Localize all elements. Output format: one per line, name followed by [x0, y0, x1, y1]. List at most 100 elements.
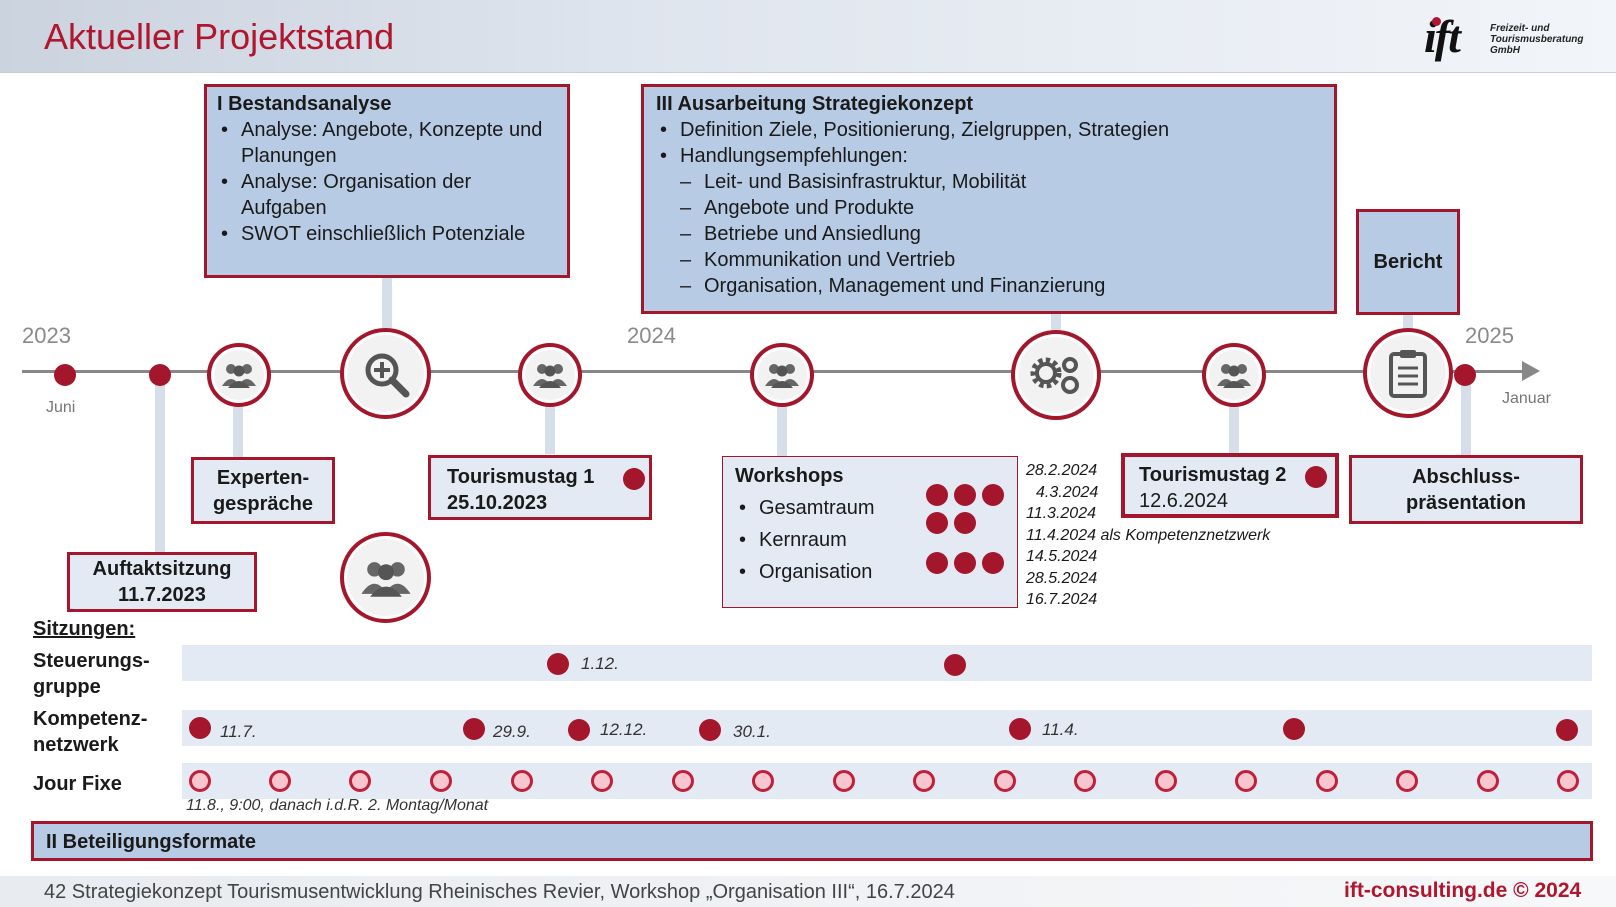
jourfixe-dot [430, 770, 452, 792]
logo-dot [1432, 17, 1441, 26]
gears-icon [1030, 357, 1079, 394]
phase1-list: Analyse: Angebote, Konzepte und Planunge… [217, 117, 557, 247]
phase3-subitem: Organisation, Management und Finanzierun… [656, 273, 1322, 299]
timeline-dot [54, 364, 76, 386]
jourfixe-dot [1155, 770, 1177, 792]
phase1-box: I Bestandsanalyse Analyse: Angebote, Kon… [204, 84, 570, 278]
phase3-item: Handlungsempfehlungen: [656, 143, 1322, 169]
kompetenz-bar [182, 710, 1592, 746]
magnifier-plus-icon [365, 353, 409, 397]
phase3-title: III Ausarbeitung Strategiekonzept [656, 93, 974, 115]
workshop-date: 4.3.2024 [1036, 483, 1099, 501]
jourfixe-dot [189, 770, 211, 792]
people-icon [1217, 364, 1251, 388]
jourfixe-note: 11.8., 9:00, danach i.d.R. 2. Montag/Mon… [186, 797, 489, 814]
jourfixe-dot [752, 770, 774, 792]
workshops-box: Workshops Gesamtraum Kernraum Organisati… [722, 456, 1018, 608]
session-dot [547, 653, 569, 675]
status-dot [1305, 466, 1327, 488]
abschluss-label: Abschluss- präsentation [1405, 465, 1527, 514]
connector [1403, 315, 1413, 333]
workshop-dot [926, 512, 948, 534]
bericht-box: Bericht [1356, 209, 1460, 315]
jourfixe-dot [994, 770, 1016, 792]
bericht-label: Bericht [1373, 250, 1443, 273]
jourfixe-label: Jour Fixe [33, 773, 122, 795]
workshop-dot [982, 484, 1004, 506]
month-label-juni: Juni [46, 399, 76, 416]
timeline-arrow-icon [1522, 361, 1540, 381]
workshop-date: 16.7.2024 [1026, 591, 1098, 608]
timeline-dot [149, 364, 171, 386]
jourfixe-dot [672, 770, 694, 792]
tourismustag2-box: Tourismustag 2 12.6.2024 [1121, 453, 1339, 518]
clipboard-icon [1389, 350, 1427, 398]
people-icon [360, 561, 411, 597]
people-icon [765, 364, 799, 388]
phase1-title: I Bestandsanalyse [217, 93, 392, 115]
logo-text: Freizeit- und Tourismusberatung GmbH [1490, 23, 1584, 56]
connector [545, 402, 555, 454]
session-dot [1009, 718, 1031, 740]
session-dot [189, 717, 211, 739]
session-date: 30.1. [733, 722, 771, 741]
jourfixe-dot [1396, 770, 1418, 792]
logo-mark: ift [1424, 11, 1461, 62]
connector [1461, 382, 1471, 456]
workshop-date: 11.4.2024 als Kompetenznetzwerk [1026, 526, 1271, 544]
phase1-item: Analyse: Organisation der Aufgaben [217, 169, 557, 221]
session-date: 1.12. [581, 654, 619, 673]
people-icon [222, 364, 256, 388]
year-label-2023: 2023 [22, 323, 71, 348]
steuerung-label: Steuerungs- gruppe [33, 650, 150, 698]
session-dot [568, 719, 590, 741]
workshop-dot [954, 512, 976, 534]
phase3-subitem: Betriebe und Ansiedlung [656, 221, 1322, 247]
connector [382, 278, 392, 336]
jourfixe-dot [591, 770, 613, 792]
session-date: 29.9. [493, 722, 531, 741]
jourfixe-dot [1316, 770, 1338, 792]
phase3-sublist: Leit- und Basisinfrastruktur, Mobilität … [656, 169, 1322, 299]
jourfixe-dot [1235, 770, 1257, 792]
clipboard-circle [1363, 328, 1453, 418]
workshop-date: 11.3.2024 [1026, 505, 1096, 522]
people-icon [533, 364, 567, 388]
phase3-subitem: Leit- und Basisinfrastruktur, Mobilität [656, 169, 1322, 195]
workshops-list: Gesamtraum Kernraum Organisation [735, 492, 1005, 588]
session-date: 12.12. [600, 720, 648, 739]
tourismustag2-date: 12.6.2024 [1139, 490, 1228, 512]
workshop-dot [926, 552, 948, 574]
people-circle [207, 343, 271, 407]
jourfixe-dot [1477, 770, 1499, 792]
abschluss-box: Abschluss- präsentation [1349, 455, 1583, 524]
jourfixe-dot [269, 770, 291, 792]
connector [1051, 314, 1061, 334]
jourfixe-dot [349, 770, 371, 792]
session-date: 11.4. [1042, 720, 1079, 739]
tourismustag1-date: 25.10.2023 [447, 492, 548, 514]
workshop-date: 28.2.2024 [1026, 462, 1098, 479]
workshop-dot [926, 484, 948, 506]
phase3-subitem: Angebote und Produkte [656, 195, 1322, 221]
workshop-date: 14.5.2024 [1026, 548, 1098, 565]
workshop-dot [954, 552, 976, 574]
footer-text: 42 Strategiekonzept Tourismusentwicklung… [44, 881, 955, 903]
people-circle-large [340, 532, 431, 623]
workshop-date: 28.5.2024 [1026, 569, 1098, 587]
workshops-item: Organisation [735, 556, 1005, 588]
experten-label: Experten- gespräche [212, 466, 314, 515]
footer-copyright: ift-consulting.de © 2024 [1344, 879, 1582, 902]
jourfixe-dot [833, 770, 855, 792]
tourismustag2-title: Tourismustag 2 [1139, 464, 1287, 486]
session-dot [1283, 718, 1305, 740]
workshop-dot [954, 484, 976, 506]
phase3-subitem: Kommunikation und Vertrieb [656, 247, 1322, 273]
phase2-label: II Beteiligungsformate [46, 831, 257, 853]
people-circle [750, 343, 814, 407]
workshops-title: Workshops [735, 465, 844, 487]
page-title: Aktueller Projektstand [44, 16, 395, 57]
tourismustag1-title: Tourismustag 1 [447, 466, 595, 488]
month-label-januar: Januar [1502, 390, 1551, 407]
session-dot [1556, 719, 1578, 741]
